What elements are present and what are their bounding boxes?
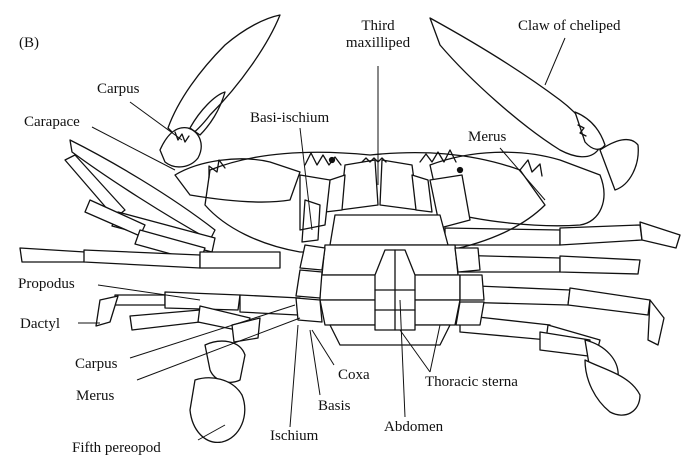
left-cheliped [160,15,300,202]
carpus-top-label: Carpus [97,81,140,98]
panel-label: (B) [19,35,39,52]
thoracic-sterna-label: Thoracic sterna [425,374,518,391]
basi-ischium-label: Basi-ischium [250,110,329,127]
abdomen-label: Abdomen [384,419,443,436]
third-maxilliped-label: Third maxilliped [328,18,428,52]
abdomen [375,250,415,330]
basis-label: Basis [318,398,351,415]
coxa-label: Coxa [338,367,370,384]
merus-right-label: Merus [468,129,506,146]
claw-of-cheliped-label: Claw of cheliped [518,18,620,35]
merus-bottom-label: Merus [76,388,114,405]
carpus-bottom-label: Carpus [75,356,118,373]
carapace-label: Carapace [24,114,80,131]
propodus-label: Propodus [18,276,75,293]
fifth-pereopod-label: Fifth pereopod [72,440,161,457]
dactyl-label: Dactyl [20,316,60,333]
ischium-label: Ischium [270,428,318,445]
third-maxilliped-line2: maxilliped [328,35,428,52]
third-maxilliped-line1: Third [328,18,428,35]
